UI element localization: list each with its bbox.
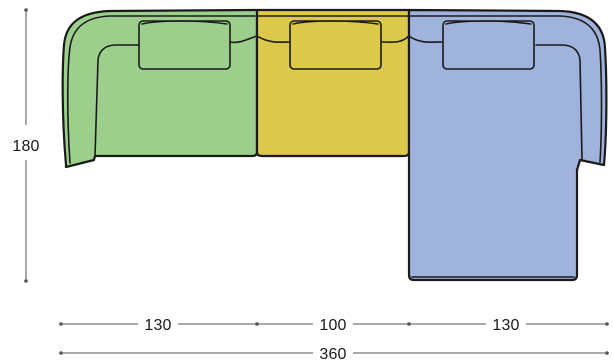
- total-width-dimension: 360: [59, 346, 609, 362]
- left-seat-contour: [94, 44, 140, 157]
- width-tick-0: [59, 322, 63, 326]
- width-tick-1: [255, 322, 259, 326]
- right-seat-back-line: [408, 35, 443, 44]
- right-seat-contour: [535, 44, 583, 161]
- center-seat-back-line: [256, 35, 410, 44]
- depth-dimension: 180: [12, 8, 39, 283]
- center-module-body: [255, 8, 411, 158]
- right-module-body: [407, 8, 608, 282]
- center-cushion-fold: [292, 20, 379, 25]
- right-width-label: 130: [492, 317, 519, 334]
- module-width-dimensions: 130 100 130: [59, 317, 609, 334]
- depth-tick-top: [24, 8, 28, 12]
- width-tick-2: [407, 322, 411, 326]
- width-tick-3: [605, 322, 609, 326]
- left-cushion-fold: [141, 20, 228, 25]
- left-module-body: [61, 8, 259, 169]
- total-tick-right: [605, 351, 609, 355]
- center-width-label: 100: [319, 317, 346, 334]
- left-seat-back-line: [229, 35, 258, 44]
- right-armrest-edge: [409, 15, 603, 163]
- depth-label: 180: [12, 138, 39, 155]
- right-cushion-fold: [445, 20, 532, 25]
- left-module: [61, 8, 259, 169]
- depth-tick-bottom: [24, 279, 28, 283]
- right-chaise-module: [407, 8, 608, 282]
- total-tick-left: [59, 351, 63, 355]
- left-armrest-edge: [66, 15, 256, 164]
- total-width-label: 360: [319, 346, 346, 362]
- center-module: [255, 8, 411, 158]
- left-width-label: 130: [144, 317, 171, 334]
